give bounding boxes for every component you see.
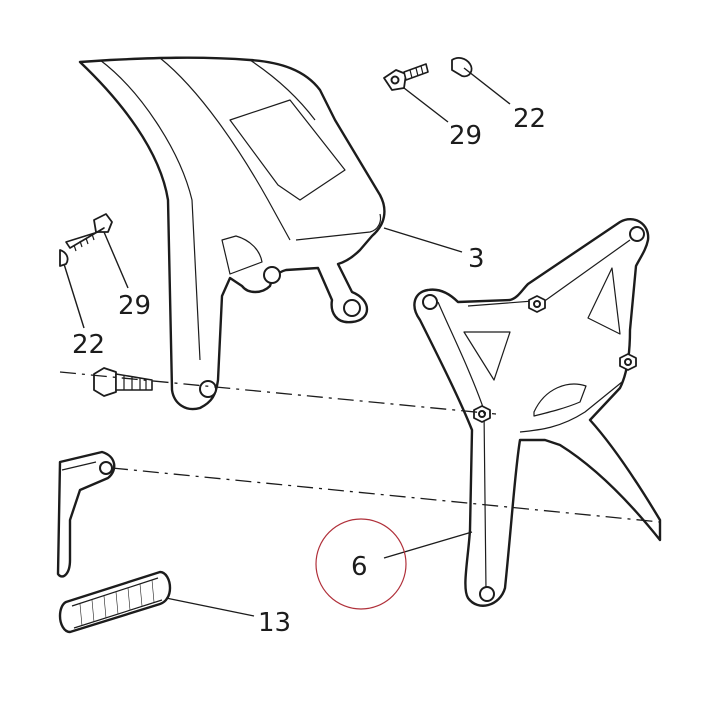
assembly-axis-lower — [111, 467, 661, 523]
clip-22-top — [451, 57, 473, 78]
leader-3 — [383, 227, 463, 253]
leader-29-left — [103, 231, 129, 289]
bolt-side — [93, 367, 153, 397]
leader-22-top — [463, 67, 511, 105]
leader-6 — [383, 531, 473, 559]
callout-22-left: 22 — [72, 330, 105, 360]
part-6-plate-bracket — [413, 217, 662, 607]
screw-29-top — [383, 63, 429, 91]
callout-6: 6 — [351, 552, 368, 582]
left-mount-plate — [56, 450, 116, 578]
callout-29-top: 29 — [449, 121, 482, 151]
callout-6-highlight — [315, 518, 407, 610]
callout-29-left: 29 — [118, 291, 151, 321]
callout-13: 13 — [258, 608, 291, 638]
part-3-frame-bracket — [78, 56, 386, 411]
leader-22-left — [63, 263, 85, 329]
clip-22-left — [59, 249, 69, 267]
leader-13 — [165, 597, 255, 617]
assembly-axis-upper — [59, 371, 497, 415]
callout-3: 3 — [468, 244, 485, 274]
screw-29-left — [65, 213, 113, 252]
callout-22-top: 22 — [513, 104, 546, 134]
part-13-reflector — [58, 570, 172, 634]
leader-29-top — [403, 87, 449, 123]
